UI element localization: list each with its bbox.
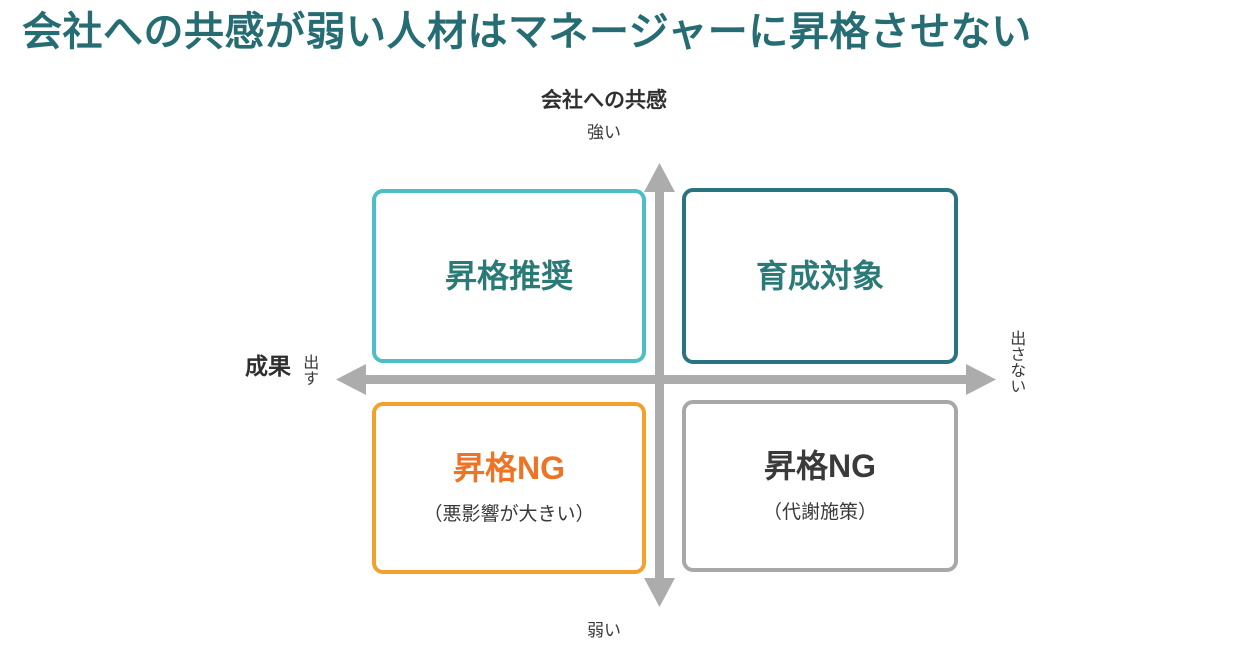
horizontal-axis-line <box>352 375 982 384</box>
vertical-axis-high-label: 強い <box>587 123 621 142</box>
horizontal-axis-right-label: 出さない <box>1007 330 1025 394</box>
quadrant-top-left-title: 昇格推奨 <box>444 257 573 294</box>
axis-arrow-up <box>644 163 675 192</box>
horizontal-axis-left-label: 出す <box>300 354 318 386</box>
quadrant-bottom-right[interactable]: 昇格NG （代謝施策） <box>682 400 958 572</box>
horizontal-axis-title: 成果 <box>245 353 291 379</box>
quadrant-top-right[interactable]: 育成対象 <box>682 188 958 364</box>
axis-arrow-right <box>966 364 996 395</box>
quadrant-top-left[interactable]: 昇格推奨 <box>372 189 646 363</box>
axis-arrow-down <box>644 578 675 607</box>
vertical-axis-line <box>655 180 664 592</box>
quadrant-bottom-right-title: 昇格NG <box>763 448 876 485</box>
quadrant-bottom-left-subtitle: （悪影響が大きい） <box>423 503 595 525</box>
vertical-axis-title: 会社への共感 <box>541 89 667 112</box>
quadrant-top-right-title: 育成対象 <box>755 257 884 294</box>
quadrant-bottom-right-subtitle: （代謝施策） <box>762 501 877 523</box>
page-title: 会社への共感が弱い人材はマネージャーに昇格させない <box>22 10 1032 54</box>
quadrant-bottom-left-title: 昇格NG <box>452 450 565 487</box>
quadrant-bottom-left[interactable]: 昇格NG （悪影響が大きい） <box>372 402 646 574</box>
axis-arrow-left <box>336 364 366 395</box>
vertical-axis-low-label: 弱い <box>587 621 621 640</box>
